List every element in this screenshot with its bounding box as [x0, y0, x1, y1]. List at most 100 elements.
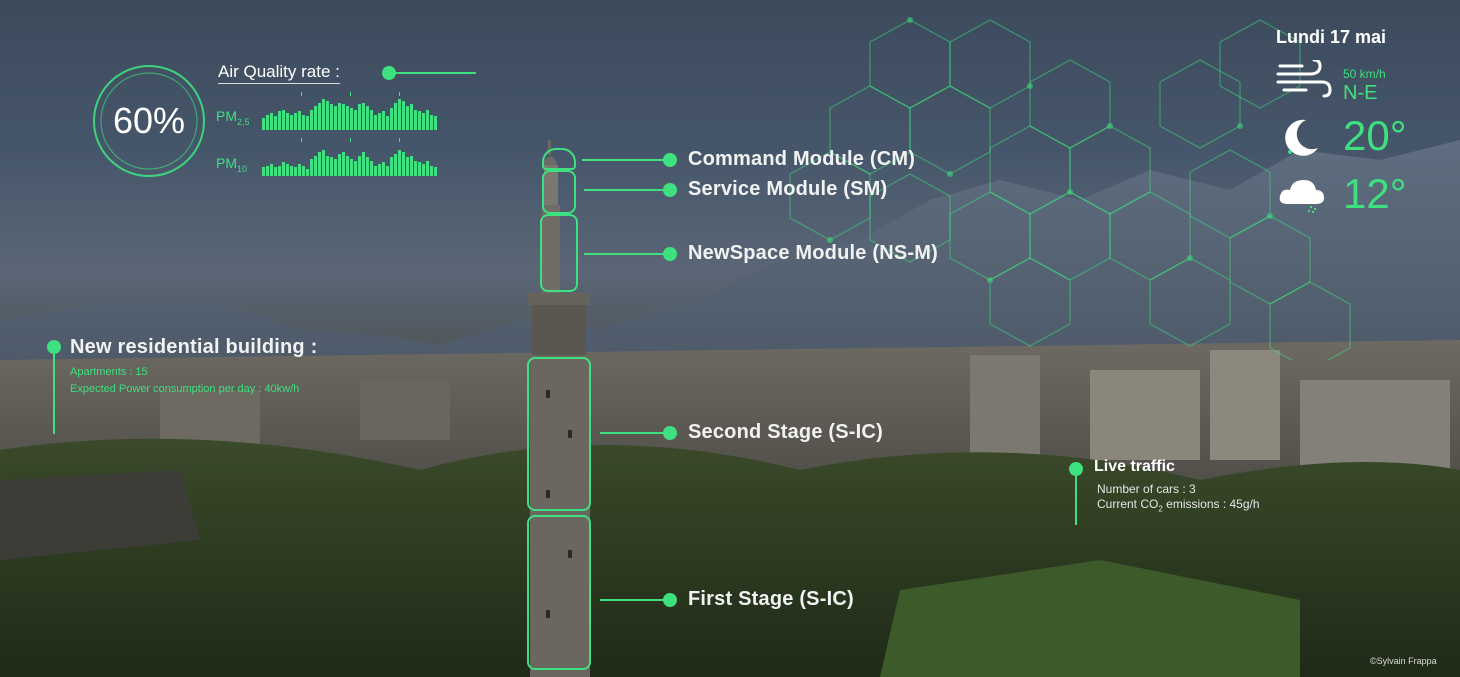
co2-subscript: 2: [1158, 504, 1163, 514]
pm-bar: [302, 166, 305, 176]
pm-bar: [266, 115, 269, 130]
wind-icon: [1276, 60, 1332, 98]
pm10-text: PM: [216, 155, 237, 171]
pm-bar: [374, 115, 377, 130]
pm-bar: [330, 157, 333, 176]
pm-tick: [350, 138, 351, 142]
pm-bar: [390, 157, 393, 176]
co2-prefix: Current CO: [1097, 497, 1159, 511]
second-stage-outline: [527, 357, 591, 511]
sm-connector: [584, 189, 670, 191]
pm-bar: [358, 156, 361, 176]
night-temperature: 20°: [1343, 112, 1407, 159]
pm-bar: [306, 169, 309, 176]
sm-label: Service Module (SM): [688, 178, 888, 200]
traffic-co2: Current CO2 emissions : 45g/h: [1097, 497, 1260, 513]
pm-bar: [398, 99, 401, 130]
second-stage-label: Second Stage (S-IC): [688, 421, 883, 443]
pm-bar: [378, 164, 381, 176]
pm-bar: [322, 99, 325, 130]
pm-bar: [274, 167, 277, 176]
pm-bar: [262, 167, 265, 176]
air-quality-title: Air Quality rate :: [218, 62, 340, 84]
building-dot: [47, 340, 61, 354]
nsm-connector: [584, 253, 670, 255]
pm-bar: [266, 166, 269, 176]
pm-bar: [314, 106, 317, 130]
pm-bar: [422, 164, 425, 176]
photo-credit: ©Sylvain Frappa: [1370, 656, 1437, 666]
cm-label: Command Module (CM): [688, 148, 916, 170]
building-apartments: Apartments : 15: [70, 366, 148, 378]
pm-bar: [278, 166, 281, 176]
pm-bar: [322, 150, 325, 176]
pm-bar: [366, 157, 369, 176]
pm-bar: [386, 116, 389, 130]
pm-bar: [298, 111, 301, 130]
pm-bar: [318, 103, 321, 130]
building-power: Expected Power consumption per day : 40k…: [70, 383, 300, 395]
pm-bar: [394, 154, 397, 176]
cm-dot: [663, 153, 677, 167]
pm-bar: [278, 111, 281, 130]
building-connector: [53, 350, 55, 434]
nsm-dot: [663, 247, 677, 261]
pm-bar: [362, 103, 365, 130]
pm-bar: [422, 113, 425, 130]
pm-bar: [418, 111, 421, 130]
pm-bar: [274, 116, 277, 130]
air-quality-gauge: 60%: [90, 62, 208, 180]
pm-bar: [334, 106, 337, 130]
pm-bar: [298, 164, 301, 176]
pm-bar: [290, 166, 293, 176]
traffic-connector: [1075, 470, 1077, 525]
pm25-bar-chart: [262, 92, 437, 130]
pm-bar: [302, 115, 305, 130]
air-quality-dot: [382, 66, 396, 80]
pm-bar: [426, 110, 429, 130]
pm-bar: [402, 101, 405, 130]
pm-bar: [342, 104, 345, 130]
pm-bar: [282, 110, 285, 130]
pm-bar: [374, 166, 377, 176]
pm-bar: [370, 110, 373, 130]
pm-tick: [301, 138, 302, 142]
building-title: New residential building :: [70, 336, 318, 358]
pm-bar: [378, 113, 381, 130]
pm-bar: [346, 156, 349, 176]
pm-bar: [346, 106, 349, 130]
pm-bar: [330, 104, 333, 130]
pm-bar: [306, 116, 309, 130]
pm10-bar-chart: [262, 138, 437, 176]
pm-bar: [294, 167, 297, 176]
pm-tick: [399, 92, 400, 96]
pm-bar: [370, 161, 373, 176]
pm-bar: [398, 150, 401, 176]
command-module-outline: [542, 148, 576, 170]
pm-bar: [326, 101, 329, 130]
newspace-module-outline: [540, 214, 578, 292]
pm-bar: [394, 103, 397, 130]
wind-direction: N-E: [1343, 82, 1378, 104]
pm-bar: [382, 111, 385, 130]
pm-bar: [386, 166, 389, 176]
pm-bar: [406, 106, 409, 130]
pm-bar: [314, 156, 317, 176]
nsm-label: NewSpace Module (NS-M): [688, 242, 938, 264]
pm-bar: [366, 106, 369, 130]
first-stage-dot: [663, 593, 677, 607]
hexagon-network-decoration: [789, 17, 1351, 360]
second-stage-connector: [600, 432, 670, 434]
second-stage-dot: [663, 426, 677, 440]
pm-bar: [294, 113, 297, 130]
pm-bar: [430, 115, 433, 130]
pm-bar: [390, 108, 393, 130]
pm-bar: [290, 115, 293, 130]
pm-bar: [362, 152, 365, 176]
pm-bar: [310, 110, 313, 130]
first-stage-connector: [600, 599, 670, 601]
pm-bar: [382, 162, 385, 176]
sm-dot: [663, 183, 677, 197]
service-module-outline: [542, 170, 576, 214]
pm-bar: [326, 156, 329, 176]
